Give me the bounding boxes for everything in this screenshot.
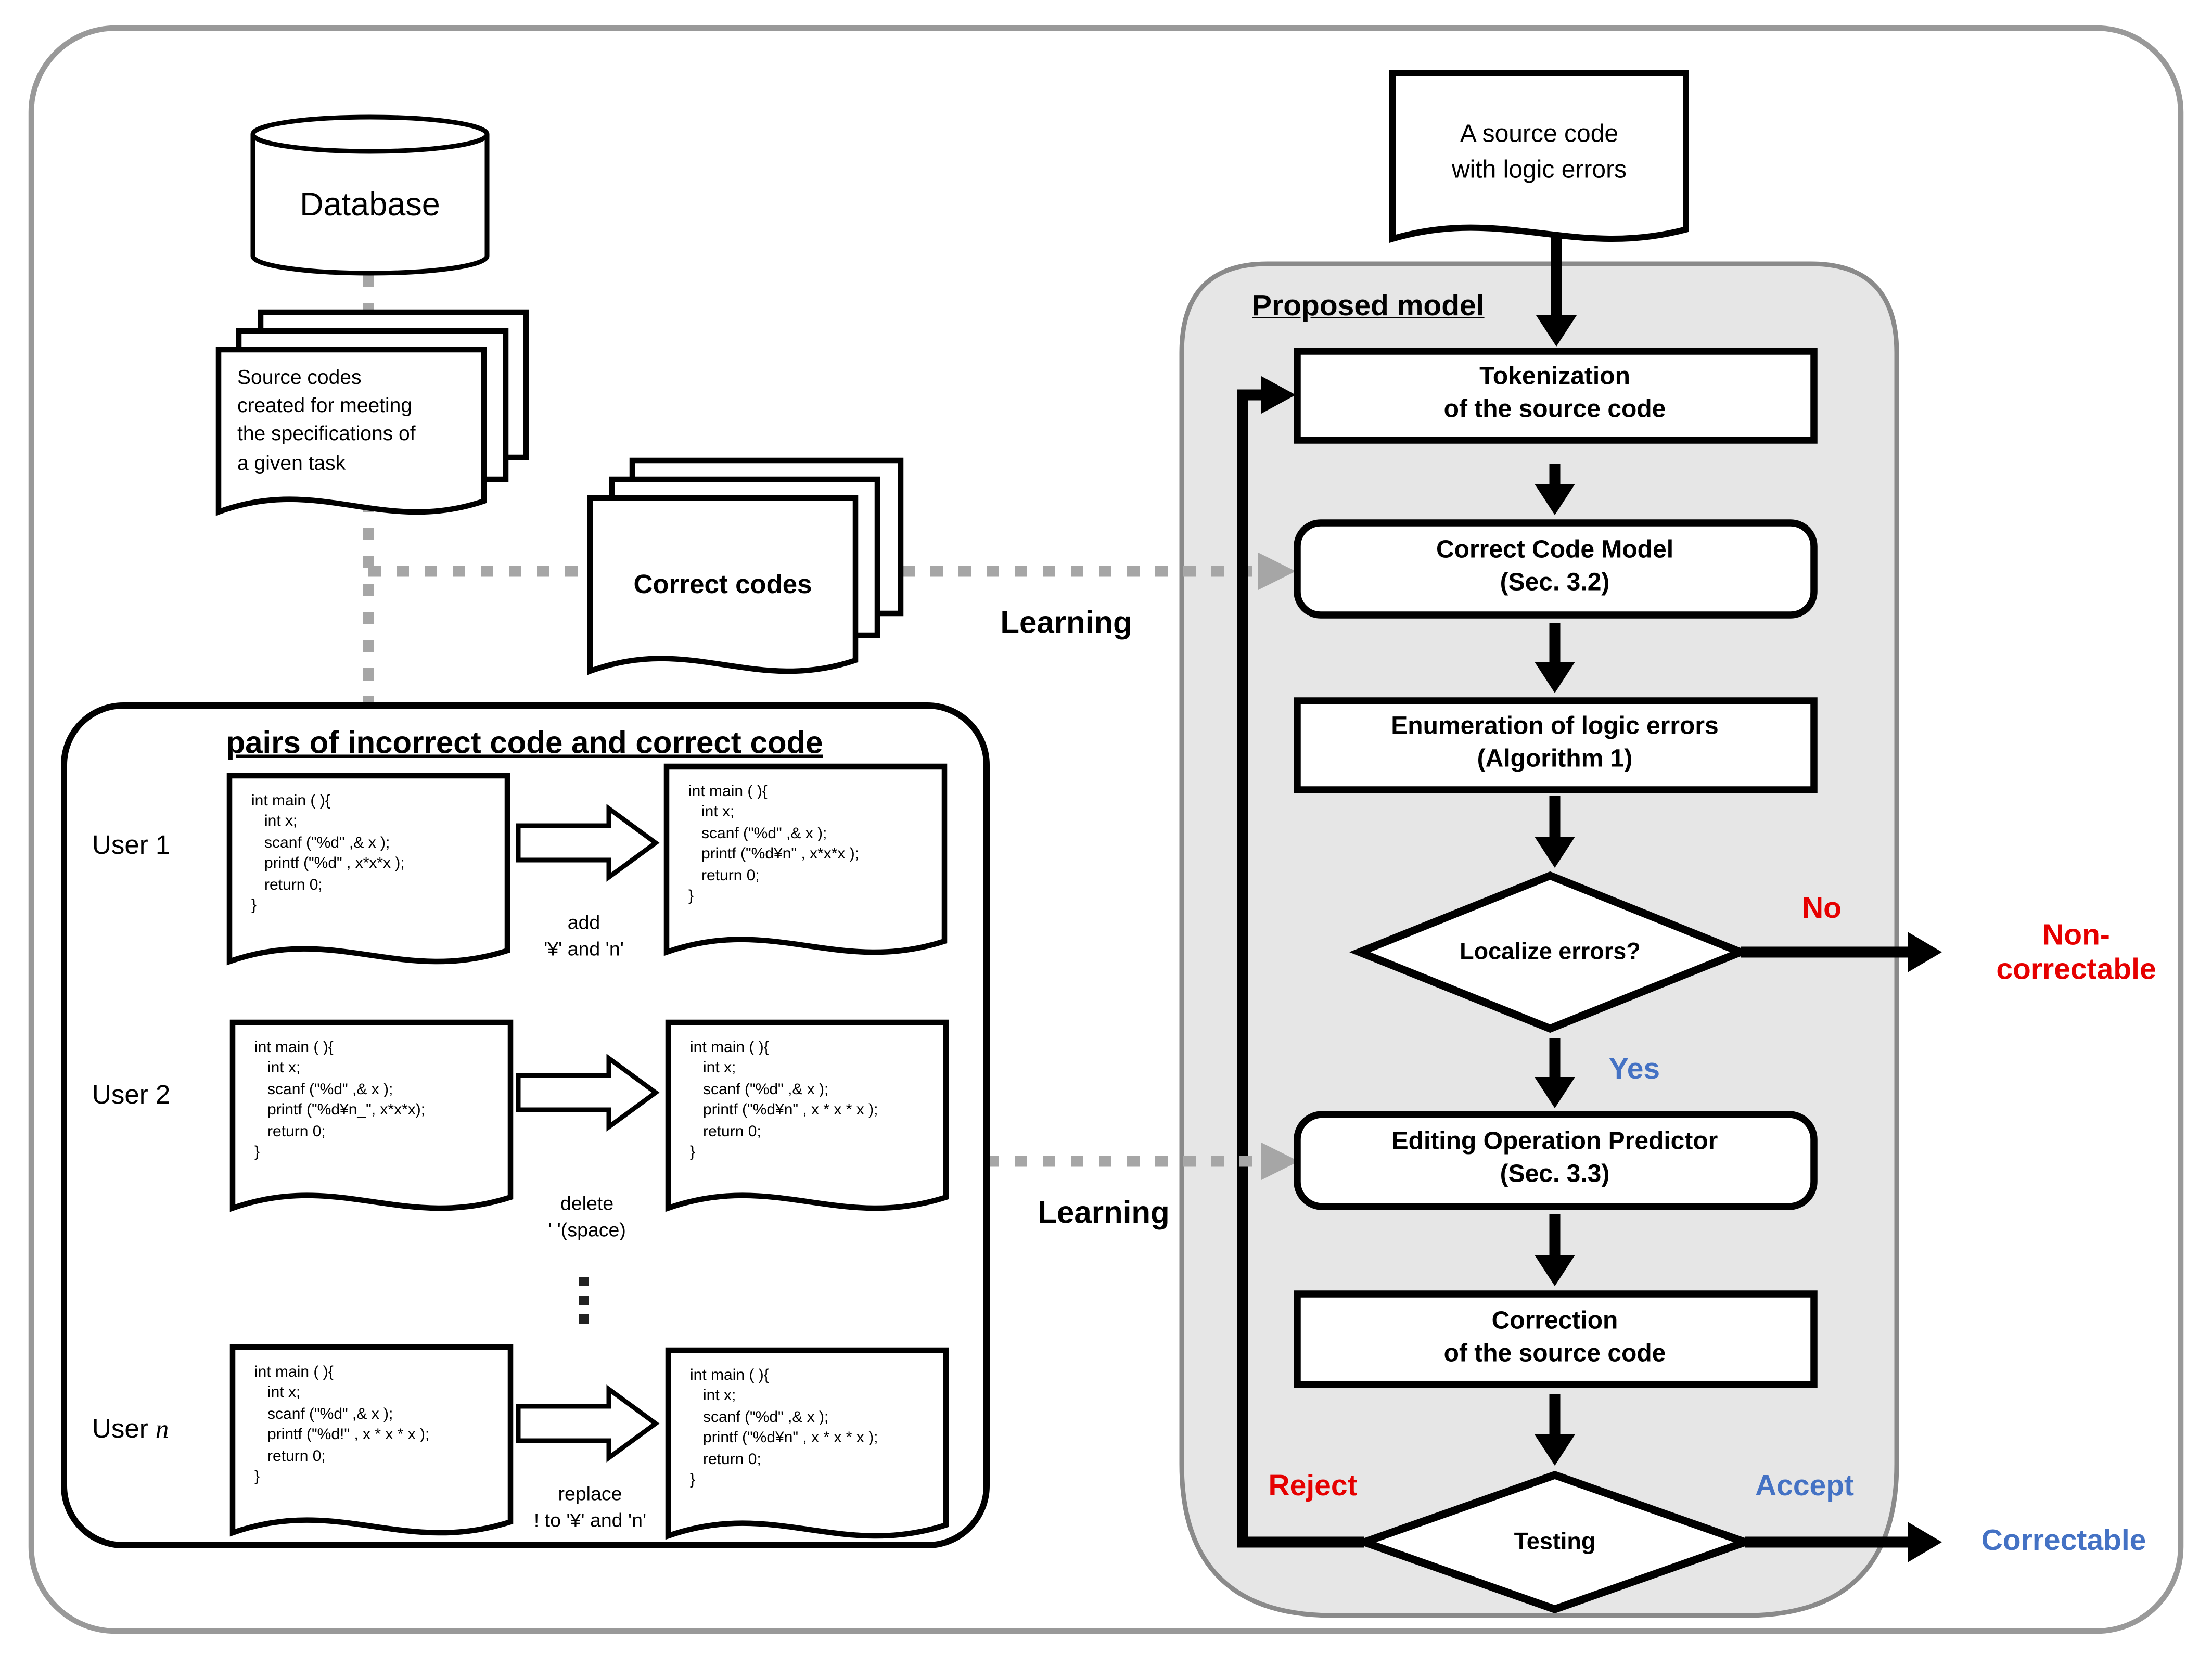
op-label-delete: delete ' '(space)	[548, 1192, 626, 1241]
database-label: Database	[300, 187, 440, 223]
usern-incorrect-page-icon	[229, 1344, 514, 1537]
transform-arrow-row1-icon	[516, 804, 660, 882]
proposed-model-title: Proposed model	[1252, 290, 1485, 323]
user1-incorrect-page-icon	[226, 773, 510, 966]
branch-accept-label: Accept	[1755, 1470, 1855, 1504]
gray-arrowhead-correct-code-model	[1258, 553, 1296, 590]
correct-codes-label: Correct codes	[633, 570, 812, 599]
reject-feedback-line	[1237, 389, 1364, 1548]
tokenization-node	[1294, 348, 1818, 444]
editing-predictor-node	[1294, 1111, 1818, 1210]
vertical-ellipsis-icon	[579, 1277, 589, 1324]
enumeration-label: Enumeration of logic errors (Algorithm 1…	[1391, 713, 1719, 773]
usern-label-num: n	[155, 1414, 169, 1444]
user1-correct-code: int main ( ){ int x; scanf ("%d" ,& x );…	[688, 784, 860, 905]
transform-arrow-rown-icon	[516, 1384, 660, 1463]
branch-reject-label: Reject	[1268, 1470, 1358, 1504]
localize-errors-diamond	[1349, 871, 1751, 1033]
testing-diamond	[1352, 1471, 1757, 1613]
user1-label-num: 1	[155, 830, 171, 860]
user2-incorrect-code: int main ( ){ int x; scanf ("%d" ,& x );…	[254, 1040, 426, 1161]
correctable-label: Correctable	[1981, 1525, 2146, 1558]
flow-arrows	[1549, 237, 1911, 1548]
input-doc-label: A source code with logic errors	[1451, 121, 1627, 184]
gray-arrowhead-editing-predictor	[1261, 1143, 1299, 1180]
reject-feedback-arrowhead	[1261, 376, 1296, 414]
correction-label: Correction of the source code	[1443, 1308, 1666, 1367]
transform-arrow-row2-icon	[516, 1054, 660, 1132]
user1-label-prefix: User	[92, 830, 156, 860]
database-cylinder-icon	[250, 114, 490, 276]
correction-node	[1294, 1290, 1818, 1388]
branch-yes-label: Yes	[1608, 1054, 1660, 1087]
usern-label: User n	[92, 1414, 169, 1445]
correct-code-model-node	[1294, 519, 1818, 619]
user2-incorrect-page-icon	[229, 1019, 514, 1212]
branch-no-label: No	[1802, 893, 1842, 926]
correct-code-model-label: Correct Code Model (Sec. 3.2)	[1436, 537, 1674, 596]
usern-label-prefix: User	[92, 1414, 156, 1444]
learning-label-top: Learning	[1000, 606, 1132, 641]
tokenization-label: Tokenization of the source code	[1443, 364, 1666, 423]
usern-incorrect-code: int main ( ){ int x; scanf ("%d" ,& x );…	[254, 1364, 430, 1486]
op-label-replace: replace ! to '¥' and 'n'	[533, 1483, 647, 1531]
user2-label-prefix: User	[92, 1080, 156, 1110]
editing-predictor-label: Editing Operation Predictor (Sec. 3.3)	[1391, 1129, 1718, 1188]
user1-incorrect-code: int main ( ){ int x; scanf ("%d" ,& x );…	[251, 793, 405, 915]
flow-arrowheads	[1535, 315, 1942, 1562]
source-codes-stack-icon	[215, 309, 529, 516]
localize-errors-label: Localize errors?	[1460, 939, 1641, 966]
noncorrectable-label: Non- correctable	[1996, 919, 2156, 986]
user2-label: User 2	[92, 1080, 170, 1111]
input-doc-icon	[1389, 70, 1689, 243]
user2-correct-code: int main ( ){ int x; scanf ("%d" ,& x );…	[690, 1040, 878, 1161]
usern-correct-code: int main ( ){ int x; scanf ("%d" ,& x );…	[690, 1367, 878, 1489]
user1-correct-page-icon	[663, 763, 948, 956]
user2-correct-page-icon	[665, 1019, 949, 1212]
testing-label: Testing	[1514, 1529, 1596, 1556]
user1-label: User 1	[92, 830, 170, 862]
usern-correct-page-icon	[665, 1347, 949, 1540]
user2-label-num: 2	[155, 1080, 171, 1110]
source-codes-note: Source codes created for meeting the spe…	[237, 365, 416, 474]
op-label-add: add '¥' and 'n'	[544, 912, 624, 960]
learning-label-bottom: Learning	[1038, 1196, 1170, 1231]
correct-codes-stack-icon	[587, 457, 904, 675]
pairs-box-title: pairs of incorrect code and correct code	[226, 726, 823, 761]
enumeration-node	[1294, 697, 1818, 793]
